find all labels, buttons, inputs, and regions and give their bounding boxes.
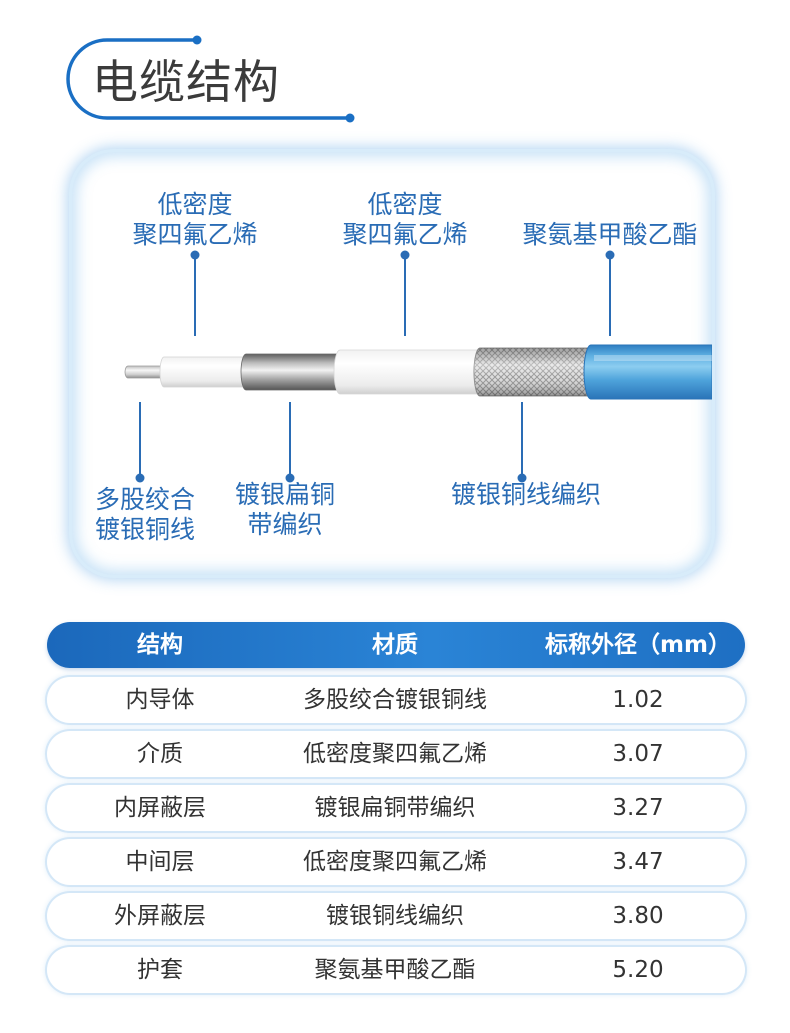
callout-inner-shield: 镀银扁铜 带编织 (215, 480, 355, 540)
title-bracket (66, 35, 355, 123)
callout-middle-layer: 低密度 聚四氟乙烯 (325, 190, 485, 250)
cable-diagram (124, 250, 712, 483)
callout-jacket: 聚氨基甲酸乙酯 (510, 220, 710, 250)
outer-shield-braid-shading (474, 348, 597, 396)
cell-structure: 内导体 (125, 687, 195, 713)
cell-diameter: 3.07 (612, 741, 664, 767)
callout-outer-shield: 镀银铜线编织 (436, 480, 616, 510)
callout-line: 镀银铜线 (94, 515, 195, 544)
cell-structure: 外屏蔽层 (114, 903, 206, 929)
title-bracket-dot-top (192, 35, 202, 45)
callout-line: 多股绞合 (94, 485, 195, 514)
table-row: 外屏蔽层 镀银铜线编织 3.80 (47, 893, 745, 939)
callout-line: 镀银扁铜 (234, 480, 335, 509)
cell-structure: 护套 (137, 957, 183, 983)
callout-line: 镀银铜线编织 (450, 480, 601, 509)
header-structure: 结构 (137, 632, 183, 658)
cell-material: 低密度聚四氟乙烯 (303, 741, 487, 767)
table-row: 中间层 低密度聚四氟乙烯 3.47 (47, 839, 745, 885)
callout-line: 聚四氟乙烯 (132, 220, 258, 249)
callout-line: 聚氨基甲酸乙酯 (522, 220, 698, 249)
cell-material: 低密度聚四氟乙烯 (303, 849, 487, 875)
leader-dot-top-3 (605, 250, 615, 260)
cell-material: 镀银扁铜带编织 (314, 795, 476, 821)
table-row: 内导体 多股绞合镀银铜线 1.02 (47, 677, 745, 723)
table-row: 内屏蔽层 镀银扁铜带编织 3.27 (47, 785, 745, 831)
leader-dot-bottom-2 (285, 473, 295, 483)
callout-line: 低密度 (157, 190, 233, 219)
cell-diameter: 3.80 (612, 903, 664, 929)
cell-diameter: 3.47 (612, 849, 664, 875)
cable-diagram-card: 低密度 聚四氟乙烯 低密度 聚四氟乙烯 聚氨基甲酸乙酯 多股绞合 镀银铜线 镀银… (72, 152, 712, 575)
callout-inner-conductor: 多股绞合 镀银铜线 (75, 485, 215, 545)
cell-material: 多股绞合镀银铜线 (303, 687, 487, 713)
cell-diameter: 1.02 (612, 687, 664, 713)
callout-line: 聚四氟乙烯 (342, 220, 468, 249)
cell-diameter: 5.20 (612, 957, 664, 983)
dielectric-layer (159, 356, 253, 388)
table-header: 结构 材质 标称外径（mm） (47, 622, 745, 668)
table-row: 介质 低密度聚四氟乙烯 3.07 (47, 731, 745, 777)
callout-dielectric: 低密度 聚四氟乙烯 (115, 190, 275, 250)
leader-dot-top-1 (190, 250, 200, 260)
cell-material: 聚氨基甲酸乙酯 (314, 957, 476, 983)
title-bracket-line (66, 38, 352, 120)
header-diameter: 标称外径（mm） (545, 632, 731, 658)
cell-material: 镀银铜线编织 (326, 903, 464, 929)
cell-structure: 介质 (137, 741, 183, 767)
table-row: 护套 聚氨基甲酸乙酯 5.20 (47, 947, 745, 993)
jacket-highlight (594, 355, 712, 361)
inner-shield-foil (240, 353, 343, 391)
title-bracket-dot-bottom (345, 113, 355, 123)
leader-dot-bottom-1 (135, 473, 145, 483)
header-material: 材质 (372, 632, 418, 658)
callout-line: 低密度 (367, 190, 443, 219)
cell-diameter: 3.27 (612, 795, 664, 821)
leader-dot-top-2 (400, 250, 410, 260)
jacket (583, 344, 712, 400)
callout-line: 带编织 (247, 510, 323, 539)
page-title: 电缆结构 (92, 55, 280, 109)
leader-dot-bottom-3 (517, 473, 527, 483)
middle-layer (333, 349, 483, 395)
cell-structure: 内屏蔽层 (114, 795, 206, 821)
cell-structure: 中间层 (125, 849, 195, 875)
